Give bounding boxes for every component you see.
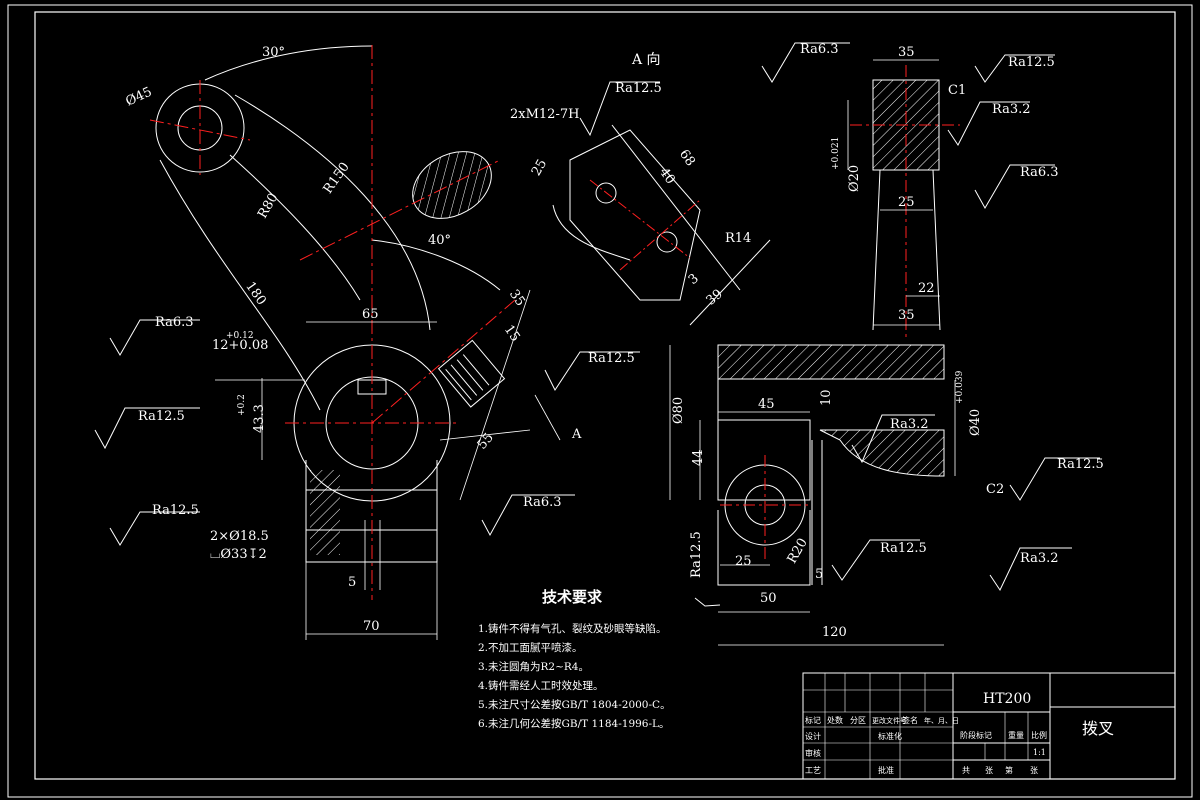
lower-hatch [819,429,945,477]
section-view [717,79,945,586]
roughness-symbols [94,42,1100,607]
tb-gongyi: 工艺 [805,766,821,775]
label-d65: 65 [362,307,379,322]
stem [872,169,941,331]
tb-sheji: 设计 [805,731,821,741]
label-d20: Ø20 [847,165,862,192]
ra-r-ra32-bot: Ra3.2 [1020,551,1059,566]
tb-material: HT200 [983,691,1031,707]
ra-a-view: Ra12.5 [615,81,662,96]
tb-pizhun: 批准 [878,765,894,775]
ra-r-ra125-bot: Ra12.5 [880,541,927,556]
arm-inner-edge [234,94,431,331]
outer-frame [7,4,1193,798]
label-d50: 50 [760,591,777,606]
ra-r-ra125-right: Ra12.5 [1057,457,1104,472]
label-c1: C1 [948,83,966,98]
tech-requirements: 技术要求 1.铸件不得有气孔、裂纹及砂眼等缺陷。 2.不加工面腻平喷漆。 3.未… [478,588,671,730]
tb-wenjian: 更改文件号 [872,716,907,725]
title-block [802,672,1176,780]
label-arrow-a: A [571,427,582,442]
tech-item: 5.未注尺寸公差按GB/T 1804-2000-C。 [478,698,671,711]
tb-di: 第 [1005,765,1013,775]
ra-r-ra125-vert: Ra12.5 [689,531,704,578]
label-d45-sec: 45 [758,397,775,412]
label-d25-bot: 25 [735,554,752,569]
tb-part-name: 拨叉 [1082,719,1114,738]
ra-arm-right: Ra12.5 [588,351,635,366]
label-r14: R14 [725,231,751,246]
side-boss [437,339,506,408]
tech-item: 1.铸件不得有气孔、裂纹及砂眼等缺陷。 [478,622,667,635]
label-d5-bot: 5 [815,567,823,582]
label-d22: 22 [918,281,935,296]
ra-r-ra63-mid: Ra6.3 [1020,165,1059,180]
inner-frame [34,11,1176,780]
tech-item: 4.铸件需经人工时效处理。 [478,679,604,692]
label-c2: C2 [986,482,1004,497]
label-d43: 43.3 [252,404,267,433]
tb-biaozhunhua: 标准化 [878,731,902,741]
ra-bottom-mid: Ra6.3 [523,495,562,510]
ra-r-top-left: Ra6.3 [800,42,839,57]
a-view-hole-1 [595,182,617,204]
label-top35: 35 [898,45,915,60]
label-d10: 10 [819,389,834,406]
ra-left-top: Ra6.3 [155,315,194,330]
tb-chushu: 处数 [827,715,843,725]
label-d25-a: 25 [529,157,550,179]
tech-item: 2.不加工面腻平喷漆。 [478,641,583,654]
label-d44: 44 [691,449,706,466]
label-d43-tol: +0.2 [237,394,247,416]
tech-item: 3.未注圆角为R2~R4。 [478,660,589,673]
lower-lug [305,460,438,563]
label-d35-mid: 35 [898,308,915,323]
arm-r150 [229,154,361,301]
label-angle-30: 30° [262,45,285,60]
lug-hatch-left [310,470,340,555]
label-counterbore: ⌴Ø33↧2 [210,547,267,562]
ra-r-top-right: Ra12.5 [1008,55,1055,70]
label-d20-tol: +0.021 [831,137,841,170]
label-d5-left: 5 [348,575,356,590]
label-d40: Ø40 [968,409,983,436]
label-holes: 2×Ø18.5 [210,529,269,544]
main-view-centerlines [149,45,516,600]
tb-scale: 1:1 [1033,748,1046,757]
a-view [552,124,771,326]
tb-riqi: 年、月、日 [924,716,959,725]
label-d70: 70 [363,619,380,634]
tb-gong: 共 [962,766,970,775]
tb-fenqu: 分区 [850,716,866,725]
tech-items: 1.铸件不得有气孔、裂纹及砂眼等缺陷。 2.不加工面腻平喷漆。 3.未注圆角为R… [478,622,671,730]
ra-r-ra32-mid: Ra3.2 [890,417,929,432]
label-d40-tol: +0.039 [955,370,965,404]
label-view-a: A 向 [631,52,661,68]
arm-section [412,151,492,219]
ra-left-low: Ra12.5 [152,503,199,518]
label-slot-tol: +0.12 [226,331,254,341]
tech-item: 6.未注几何公差按GB/T 1184-1996-L。 [478,717,670,730]
tb-zhongliang: 重量 [1008,730,1024,740]
label-d80: Ø80 [671,397,686,424]
tb-zhang: 张 [985,766,993,775]
tech-title: 技术要求 [542,588,603,606]
label-d25-top: 25 [898,195,915,210]
label-d120: 120 [822,625,847,640]
tb-zhang2: 张 [1030,766,1038,775]
base-plate [717,344,945,380]
label-angle-40: 40° [428,233,451,248]
label-thread: 2xM12-7H [510,107,579,122]
tb-bili: 比例 [1031,730,1047,740]
tb-biaoji: 标记 [805,715,821,725]
ra-r-ra32-top: Ra3.2 [992,102,1031,117]
label-slot12: 12+0.08 [212,338,268,353]
a-view-hole-2 [656,231,678,253]
ra-left-mid: Ra12.5 [138,409,185,424]
tb-shenhe: 审核 [805,748,821,758]
tb-jieduan: 阶段标记 [960,730,992,740]
tb-qianming: 签名 [902,715,918,725]
